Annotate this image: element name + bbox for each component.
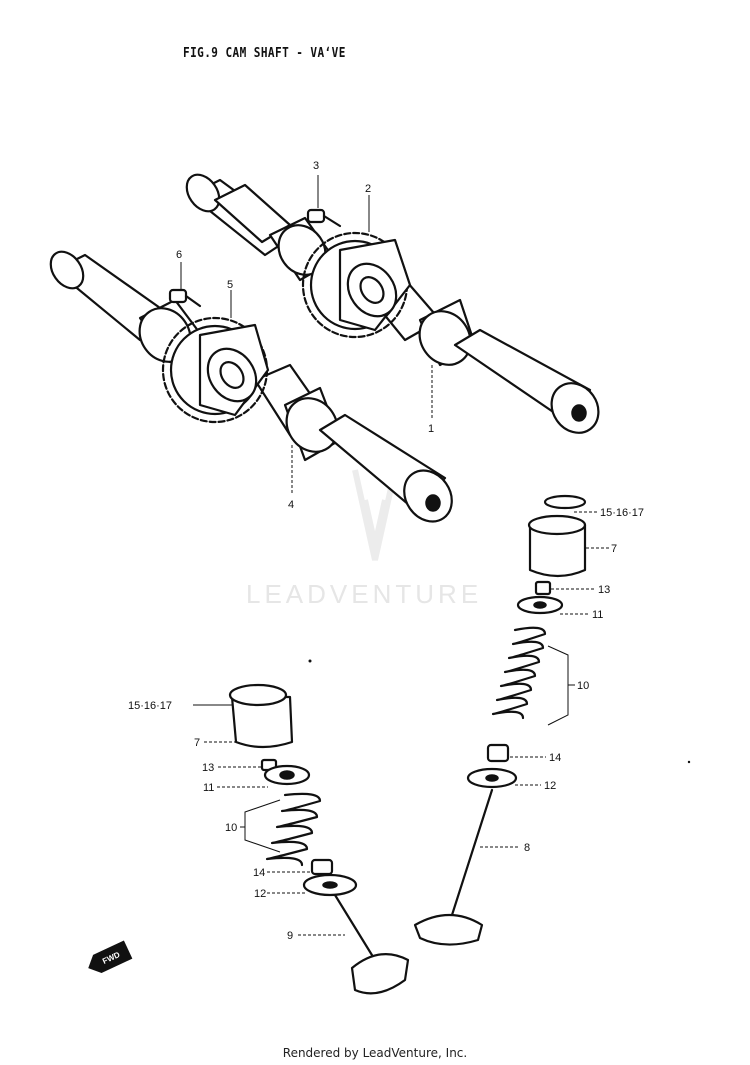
callout-10-left: 10 (225, 822, 237, 834)
shim-right[interactable] (543, 494, 587, 510)
callout-12-right: 12 (544, 780, 556, 792)
callout-15-16-17-right: 15·16·17 (600, 507, 644, 519)
tappet-left[interactable] (228, 683, 294, 749)
callout-labels: 3 2 6 5 1 4 15·16·17 7 13 11 10 14 12 8 … (128, 160, 644, 942)
callout-4: 4 (288, 499, 294, 511)
callout-13-left: 13 (202, 762, 214, 774)
camshaft-upper[interactable] (180, 169, 608, 442)
callout-6: 6 (176, 249, 182, 261)
cam-sprocket-lower[interactable] (161, 316, 270, 424)
callout-3: 3 (313, 160, 319, 172)
callout-5: 5 (227, 279, 233, 291)
sprocket-bolt-upper[interactable] (306, 208, 342, 228)
callout-11-left: 11 (203, 782, 214, 794)
callout-14-right: 14 (549, 752, 561, 764)
callout-2: 2 (365, 183, 371, 195)
cotter-right[interactable] (534, 580, 552, 596)
callout-14-left: 14 (253, 867, 265, 879)
footer-credit: Rendered by LeadVenture, Inc. (282, 1046, 468, 1060)
sprocket-bolt-lower[interactable] (168, 288, 202, 308)
oil-seal-left[interactable] (310, 858, 334, 876)
intake-valve[interactable] (333, 893, 410, 995)
callout-1: 1 (428, 423, 434, 435)
watermark: LEADVENTURE (246, 469, 482, 609)
camshaft-lower[interactable] (44, 246, 461, 531)
tappet-right[interactable] (527, 514, 587, 578)
exhaust-valve[interactable] (413, 788, 494, 946)
callout-7-right: 7 (611, 543, 617, 555)
callout-10-right: 10 (577, 680, 589, 692)
callout-15-16-17-left: 15·16·17 (128, 700, 172, 712)
callout-7-left: 7 (194, 737, 200, 749)
figure-title: FIG.9 CAM SHAFT - VAʻVE (183, 46, 346, 61)
watermark-text: LEADVENTURE (246, 579, 482, 609)
valve-spring-right[interactable] (491, 626, 547, 720)
callout-11-right: 11 (592, 609, 603, 621)
callout-13-right: 13 (598, 584, 610, 596)
forward-arrow-icon: FWD (88, 940, 133, 973)
callout-9: 9 (287, 930, 293, 942)
callout-12-left: 12 (254, 888, 266, 900)
oil-seal-right[interactable] (486, 743, 510, 763)
leader-lines (180, 175, 609, 936)
valve-spring-left[interactable] (265, 792, 322, 867)
callout-8: 8 (524, 842, 530, 854)
retainer-left[interactable] (263, 764, 311, 786)
cam-sprocket-upper[interactable] (301, 231, 412, 339)
spring-seat-left[interactable] (302, 873, 358, 897)
spring-seat-right[interactable] (466, 767, 518, 789)
retainer-right[interactable] (516, 595, 564, 615)
